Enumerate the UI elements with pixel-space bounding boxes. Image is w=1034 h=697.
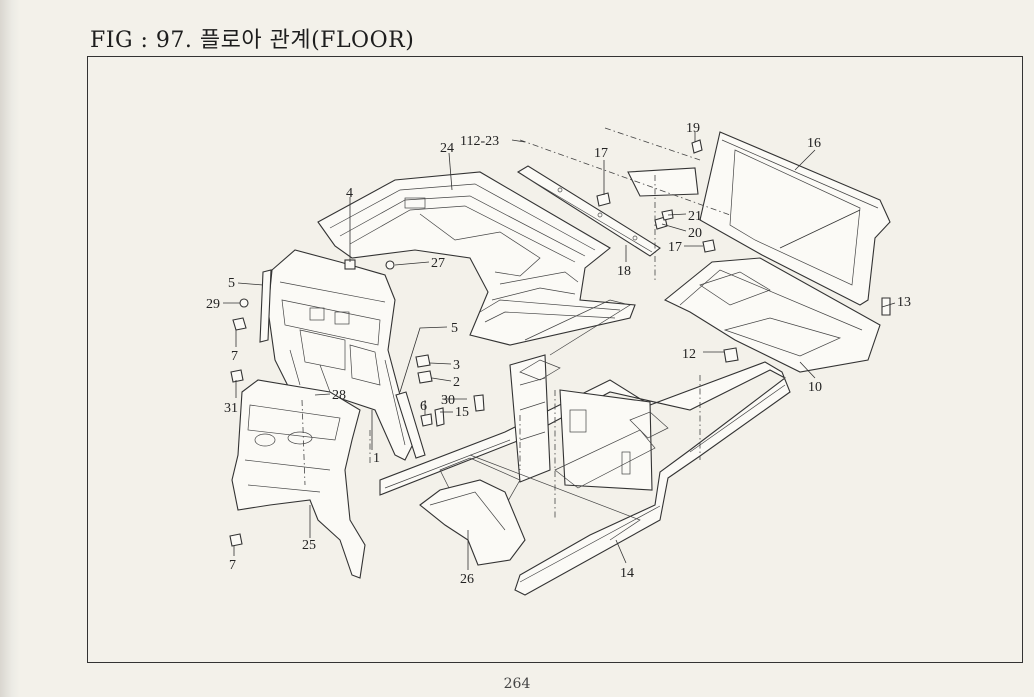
- part-label-31: 31: [224, 401, 238, 416]
- part-label-17a: 17: [594, 146, 608, 161]
- part-label-21: 21: [688, 209, 702, 224]
- part-label-27: 27: [431, 256, 445, 271]
- part-label-16: 16: [807, 136, 821, 151]
- part-number-labels: 1 2 3 4 5 5 6 7 7 10 12 13 14 15 16 17 1…: [206, 121, 911, 587]
- part-label-3: 3: [453, 358, 460, 373]
- floor-panel-24: [317, 171, 636, 346]
- part-label-10: 10: [808, 380, 822, 395]
- part-label-112-23: 112-23: [460, 134, 499, 149]
- part-label-17b: 17: [668, 240, 682, 255]
- diagram-frame: [87, 56, 1023, 663]
- chassis-frame-14: [379, 299, 791, 596]
- part-label-20: 20: [688, 226, 702, 241]
- dash-panel-1: [267, 249, 416, 461]
- fasteners: [229, 139, 891, 547]
- part-label-12: 12: [682, 347, 696, 362]
- figure-title: FIG : 97. 플로아 관계(FLOOR): [90, 28, 415, 53]
- insulator-25: [231, 379, 366, 579]
- page-number: 264: [503, 676, 531, 692]
- part-label-6: 6: [420, 399, 427, 414]
- part-label-14: 14: [620, 566, 634, 581]
- crossmember-18: [516, 165, 699, 257]
- part-label-28: 28: [332, 388, 346, 403]
- part-label-25: 25: [302, 538, 316, 553]
- part-label-15: 15: [455, 405, 469, 420]
- part-label-7b: 7: [229, 558, 236, 573]
- part-label-4: 4: [346, 186, 353, 201]
- seal-strip-5: [259, 269, 426, 459]
- part-label-5a: 5: [228, 276, 235, 291]
- part-label-29: 29: [206, 297, 220, 312]
- part-label-30: 30: [441, 393, 455, 408]
- part-label-7a: 7: [231, 349, 238, 364]
- rear-panel-16: [699, 131, 891, 306]
- rear-floor-10: [663, 257, 881, 373]
- part-label-5b: 5: [451, 321, 458, 336]
- part-label-26: 26: [460, 572, 474, 587]
- scan-edge-strip: [0, 0, 20, 697]
- tunnel-insulator-26: [419, 479, 526, 566]
- part-label-2: 2: [453, 375, 460, 390]
- part-label-13: 13: [897, 295, 911, 310]
- part-label-19: 19: [686, 121, 700, 136]
- leader-lines: [223, 132, 896, 570]
- part-label-18: 18: [617, 264, 631, 279]
- part-label-1: 1: [373, 451, 380, 466]
- part-label-24: 24: [440, 141, 454, 156]
